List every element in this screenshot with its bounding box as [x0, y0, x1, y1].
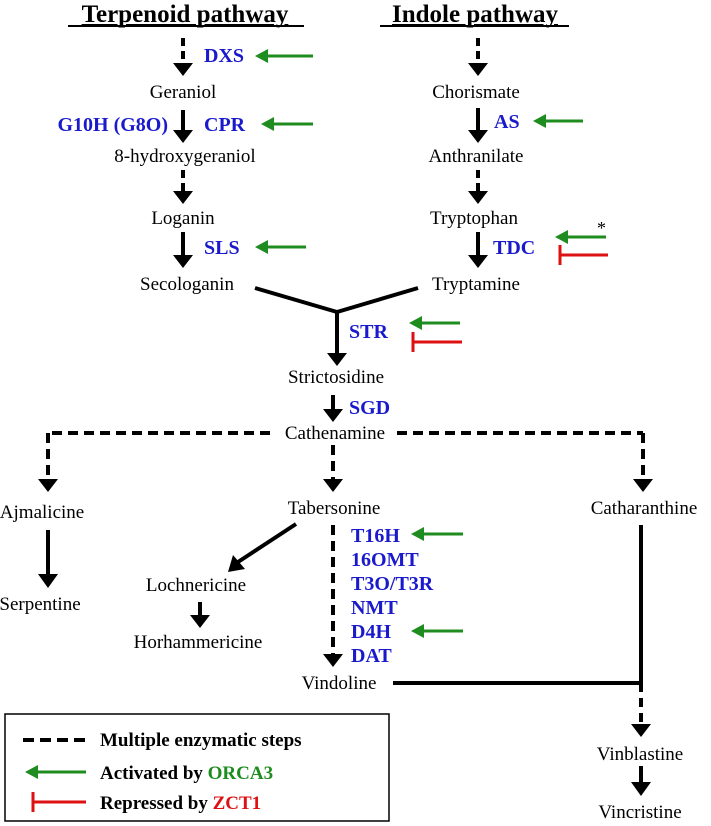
- metabolite-cathenamine: Cathenamine: [285, 423, 385, 444]
- arrow-to-vincristine: [631, 766, 651, 796]
- activation-arrow-t16h: [411, 527, 463, 541]
- legend-activated-label: Activated by ORCA3: [100, 763, 273, 784]
- legend-orca3: ORCA3: [208, 763, 273, 784]
- arrow-to-cathenamine: [323, 395, 343, 422]
- enzyme-str: STR: [349, 321, 388, 343]
- enzyme-cpr: CPR: [204, 114, 246, 136]
- activation-arrow-dxs: [255, 49, 313, 63]
- metabolite-horhammericine: Horhammericine: [134, 632, 263, 653]
- catharanthine-to-vinblastine: [393, 525, 651, 737]
- arrow-to-serpentine: [38, 530, 58, 588]
- arrow-to-anthranilate: [468, 108, 488, 143]
- metabolite-vincristine: Vincristine: [598, 802, 681, 823]
- legend-repressed-prefix: Repressed by: [100, 793, 213, 814]
- enzyme-t16h: T16H: [351, 525, 400, 547]
- enzyme-g10h: G10H (G8O): [57, 114, 168, 136]
- enzyme-sls: SLS: [204, 237, 240, 259]
- metabolite-ajmalicine: Ajmalicine: [0, 502, 84, 523]
- metabolite-chorismate: Chorismate: [432, 82, 520, 103]
- legend-zct1: ZCT1: [213, 793, 262, 814]
- header-indole: Indole pathway: [392, 1, 559, 28]
- enzyme-16omt: 16OMT: [351, 549, 419, 571]
- metabolite-strictosidine: Strictosidine: [288, 367, 384, 388]
- enzyme-as: AS: [494, 111, 520, 133]
- arrow-to-horhammericine: [190, 602, 210, 628]
- metabolite-catharanthine: Catharanthine: [591, 498, 698, 519]
- metabolite-tabersonine: Tabersonine: [288, 498, 381, 519]
- enzyme-dxs: DXS: [204, 45, 244, 67]
- arrow-to-loganin: [173, 170, 193, 204]
- activation-arrow-str: [409, 316, 460, 330]
- legend-repressed-label: Repressed by ZCT1: [100, 793, 261, 814]
- metabolite-vindoline: Vindoline: [302, 673, 377, 694]
- legend-activated-prefix: Activated by: [100, 763, 208, 784]
- metabolite-serpentine: Serpentine: [0, 594, 81, 615]
- branch-to-ajmalicine: [38, 431, 270, 492]
- metabolite-secologanin: Secologanin: [140, 274, 234, 295]
- enzyme-tdc: TDC: [493, 237, 535, 259]
- metabolite-loganin: Loganin: [151, 208, 215, 229]
- enzyme-dat: DAT: [351, 645, 392, 667]
- activation-arrow-tdc: [555, 230, 606, 244]
- metabolite-hydroxygeraniol: 8-hydroxygeraniol: [114, 146, 255, 167]
- branch-to-catharanthine: [397, 431, 653, 492]
- enzyme-sgd: SGD: [349, 397, 390, 419]
- arrow-to-hydroxygeraniol: [173, 110, 193, 143]
- arrow-to-tryptophan: [468, 170, 488, 204]
- arrow-to-chorismate: [468, 38, 488, 76]
- enzyme-t3o-t3r: T3O/T3R: [351, 573, 434, 595]
- enzyme-nmt: NMT: [351, 597, 398, 619]
- activation-arrow-as: [533, 114, 583, 128]
- legend-dashed-label: Multiple enzymatic steps: [100, 730, 302, 751]
- tdc-footnote-mark: *: [597, 218, 606, 238]
- repression-bar-str: [411, 332, 462, 352]
- arrow-to-secologanin: [173, 232, 193, 268]
- metabolite-tryptamine: Tryptamine: [432, 274, 520, 295]
- metabolite-anthranilate: Anthranilate: [429, 146, 524, 167]
- repression-bar-tdc: [558, 245, 608, 265]
- enzyme-d4h: D4H: [351, 621, 391, 643]
- header-terpenoid: Terpenoid pathway: [82, 1, 289, 28]
- convergence-lines: [254, 286, 419, 366]
- metabolite-lochnericine: Lochnericine: [146, 575, 246, 596]
- arrow-to-geraniol: [173, 38, 193, 76]
- metabolite-tryptophan: Tryptophan: [430, 208, 518, 229]
- legend-activation-sample: [25, 765, 86, 779]
- metabolite-geraniol: Geraniol: [150, 82, 216, 103]
- activation-arrow-sls: [255, 240, 306, 254]
- arrow-to-vindoline: [323, 525, 343, 667]
- activation-arrow-cpr: [261, 117, 313, 131]
- activation-arrow-d4h: [411, 624, 463, 638]
- arrow-to-lochnericine: [228, 522, 298, 572]
- legend-repression-sample: [31, 792, 86, 812]
- branch-to-tabersonine: [323, 445, 343, 492]
- metabolite-vinblastine: Vinblastine: [597, 744, 683, 765]
- arrow-to-tryptamine: [468, 232, 488, 268]
